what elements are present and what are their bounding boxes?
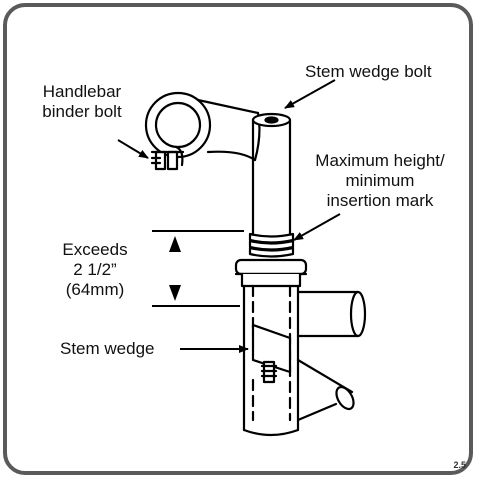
arrow-insertion-mark (293, 213, 341, 241)
stem-wedge-part (251, 323, 292, 384)
top-tube (296, 290, 367, 338)
figure-number: 2.5 (453, 460, 466, 470)
arrow-stem-wedge-bolt (284, 79, 336, 109)
label-line: insertion mark (326, 191, 434, 210)
label-stem-wedge-bolt: Stem wedge bolt (305, 62, 432, 81)
label-line: Handlebar (42, 82, 122, 101)
label-line: (64mm) (65, 280, 125, 299)
label-line: Maximum height/ (315, 151, 445, 170)
label-line: Exceeds (62, 240, 128, 259)
figure-frame (3, 3, 473, 475)
steerer-tube (242, 284, 300, 437)
down-tube (296, 358, 355, 422)
label-line: minimum (345, 171, 415, 190)
headset-locknut (234, 258, 308, 288)
label-line: 2 1/2” (73, 260, 117, 279)
label-stem-wedge: Stem wedge (60, 339, 155, 358)
label-exceeds: Exceeds 2 1/2” (64mm) (50, 240, 140, 300)
binder-bolt (150, 145, 185, 171)
insertion-mark (248, 232, 295, 258)
label-max-height: Maximum height/ minimum insertion mark (300, 151, 460, 211)
dimension-down-arrow (169, 285, 181, 301)
quill (251, 112, 292, 240)
dimension-up-arrow (169, 236, 181, 252)
label-handlebar-binder-bolt: Handlebar binder bolt (22, 82, 142, 122)
label-line: binder bolt (42, 102, 122, 121)
arrow-binder-bolt (117, 139, 149, 159)
